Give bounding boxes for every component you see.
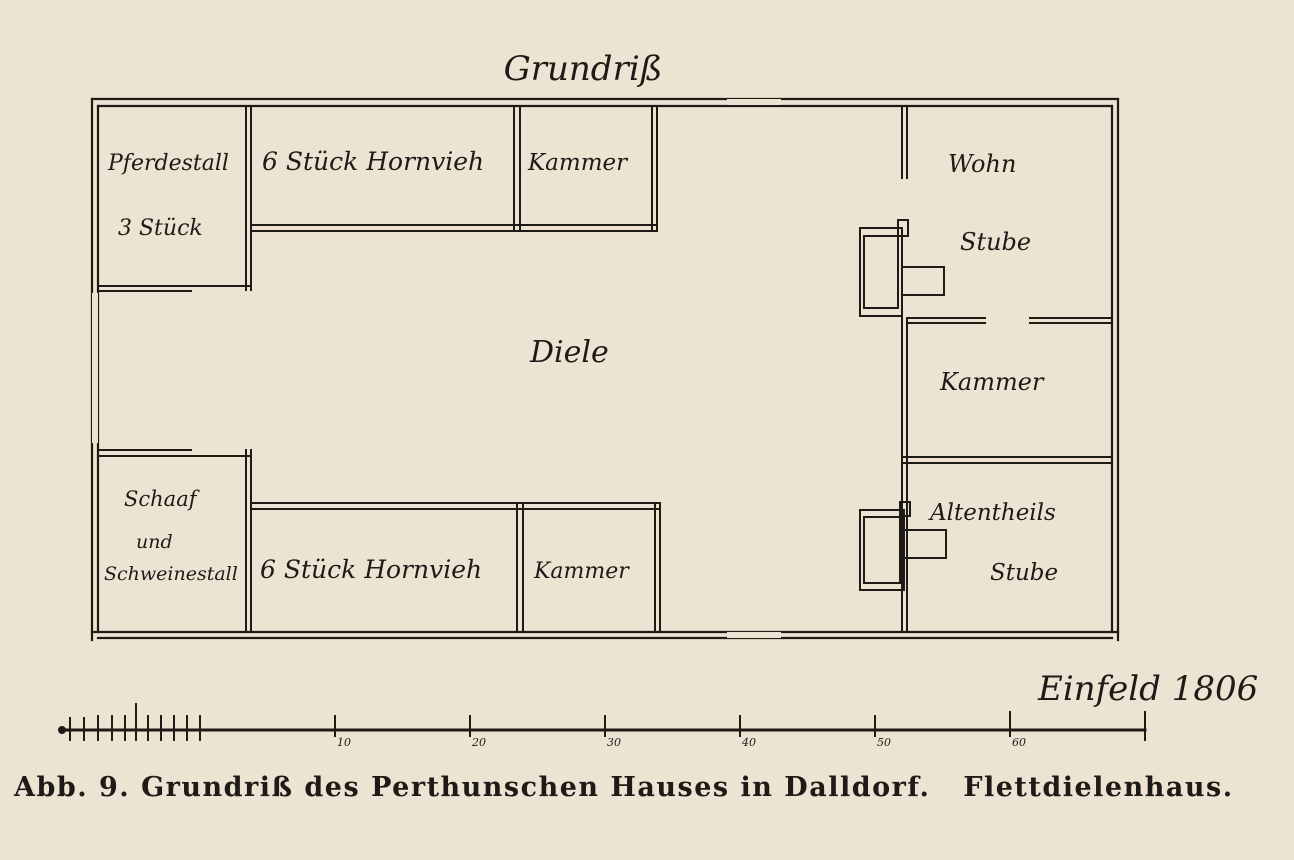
room-kammer-right-label: Kammer <box>939 368 1045 396</box>
hearth-upper <box>859 219 945 317</box>
room-wohnstube-label-2: Stube <box>960 228 1031 256</box>
room-pferdestall-count: 3 Stück <box>118 216 203 241</box>
room-hornvieh-top-label: 6 Stück Hornvieh <box>262 147 484 176</box>
floor-plan: Grundriß Pferdestall 3 Stück 6 Stück Hor… <box>58 49 1258 749</box>
room-schaafstall-label-2: und <box>136 531 173 553</box>
room-wohnstube-label-1: Wohn <box>948 150 1016 178</box>
plan-title: Grundriß <box>504 49 663 89</box>
bottom-stalls-walls <box>97 449 661 633</box>
signature: Einfeld 1806 <box>1037 669 1258 709</box>
caption-figure-number: Abb. 9. <box>14 772 131 803</box>
room-pferdestall-label: Pferdestall <box>107 151 229 176</box>
scale-label-60: 60 <box>1012 736 1026 749</box>
room-altentheilsstube-label-2: Stube <box>990 560 1058 586</box>
scale-label-20: 20 <box>471 736 486 749</box>
top-stalls-walls <box>97 105 658 292</box>
right-rooms-walls <box>901 105 1113 633</box>
hearth-lower <box>859 501 947 591</box>
scale-label-10: 10 <box>337 736 351 749</box>
room-altentheilsstube-label-1: Altentheils <box>928 500 1056 526</box>
room-hornvieh-bottom-label: 6 Stück Hornvieh <box>260 555 482 584</box>
caption-text: Grundriß des Perthunschen Hauses in Dall… <box>141 772 931 803</box>
room-schaafstall-label-3: Schweinestall <box>104 563 238 585</box>
room-schaafstall-label-1: Schaaf <box>124 487 200 511</box>
scale-bar <box>58 703 1147 741</box>
room-kammer-top-label: Kammer <box>527 150 629 176</box>
figure-caption: Abb. 9. Grundriß des Perthunschen Hauses… <box>14 772 1280 803</box>
caption-house-type: Flettdielenhaus. <box>963 772 1234 803</box>
room-diele-label: Diele <box>529 335 609 370</box>
wall-openings <box>92 99 781 638</box>
scale-label-40: 40 <box>741 736 756 749</box>
scale-label-50: 50 <box>877 736 891 749</box>
scale-label-30: 30 <box>607 736 621 749</box>
room-kammer-bottom-label: Kammer <box>533 559 630 584</box>
